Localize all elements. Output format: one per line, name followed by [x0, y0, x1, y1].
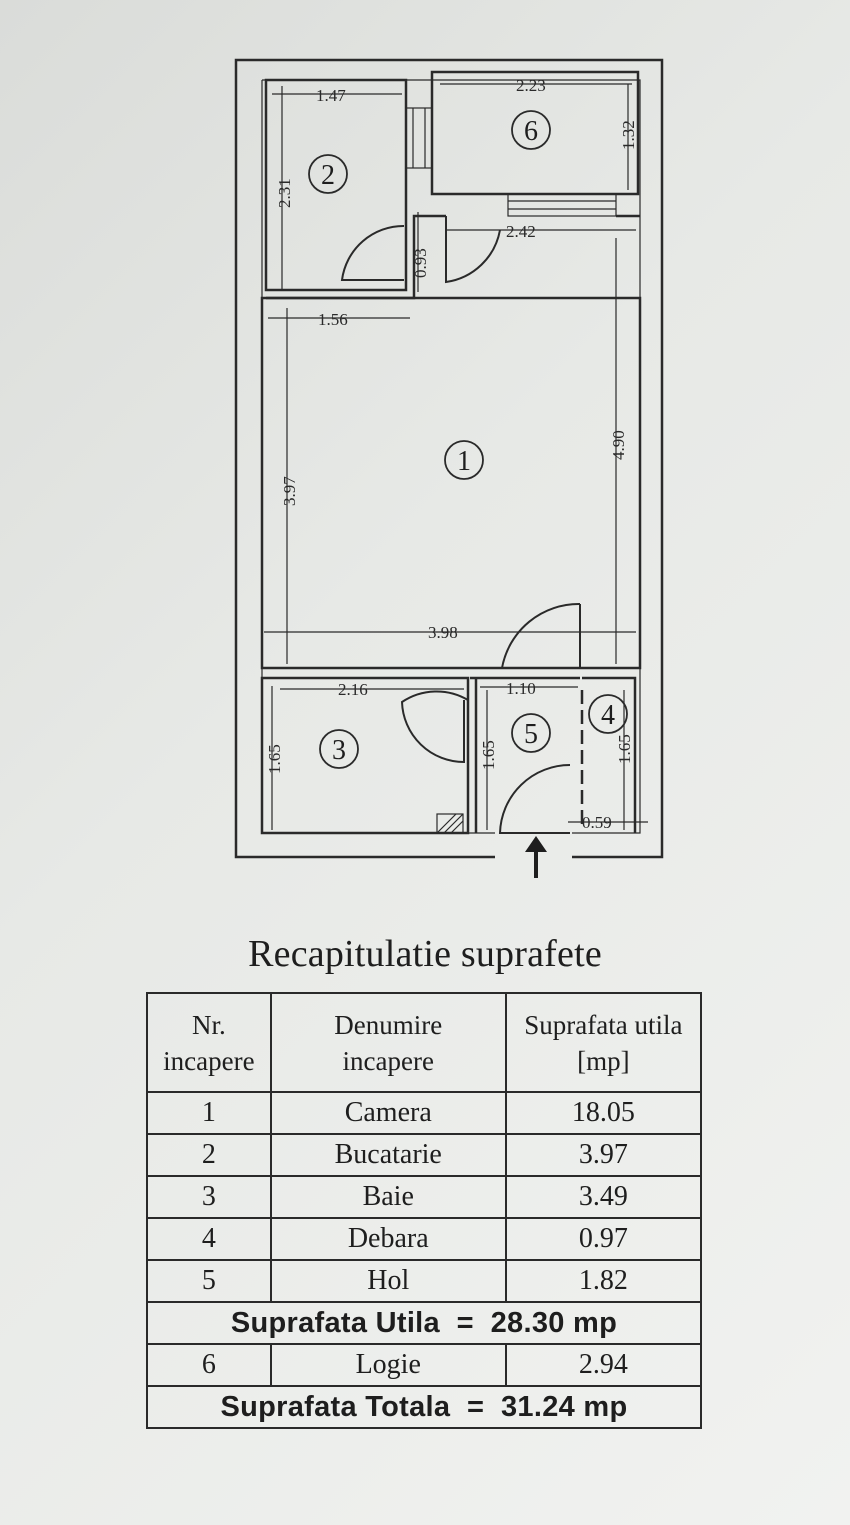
cell-name: Hol	[269, 1259, 507, 1303]
dim-room3-height: 1.65	[265, 744, 284, 774]
room-label-1: 1	[444, 440, 484, 480]
room-1-outline	[260, 296, 642, 670]
table-row: 6 Logie 2.94	[146, 1343, 703, 1387]
cell-name: Baie	[269, 1175, 507, 1219]
dim-room1-height-left: 3.97	[280, 476, 299, 506]
room-label-3: 3	[319, 729, 359, 769]
svg-text:1: 1	[457, 446, 471, 477]
room-label-2: 2	[308, 154, 348, 194]
table-row: 4 Debara 0.97	[146, 1217, 703, 1261]
dim-room1-height-right: 4.90	[609, 430, 628, 460]
useful-area-total-row: Suprafata Utila = 28.30 mp	[146, 1301, 702, 1345]
room-3-outline	[260, 676, 470, 835]
table-row: 2 Bucatarie 3.97	[146, 1133, 703, 1177]
room-2-outline	[264, 78, 408, 292]
summary-title: Recapitulatie suprafete	[248, 933, 602, 975]
cell-area: 1.82	[504, 1259, 703, 1303]
room-label-4: 4	[588, 694, 628, 734]
dim-room1-width: 3.98	[428, 623, 458, 642]
cell-area: 3.49	[504, 1175, 703, 1219]
outer-wall	[234, 58, 664, 859]
door-icon	[400, 690, 469, 764]
dim-hall-width: 1.10	[506, 679, 536, 698]
table-header-row: Nr. incapere Denumire incapere Suprafata…	[146, 992, 703, 1093]
door-icon	[445, 216, 501, 284]
window-icon	[405, 107, 433, 169]
header-room-name: Denumire incapere	[269, 992, 507, 1093]
useful-area-total: Suprafata Utila = 28.30 mp	[146, 1301, 702, 1345]
cell-area: 18.05	[504, 1091, 703, 1135]
dim-room6-height: 1.32	[619, 120, 638, 150]
arrow-up-icon	[525, 836, 547, 878]
ventilation-icon	[436, 813, 464, 834]
dim-opening-width: 2.42	[506, 222, 536, 241]
door-icon	[500, 602, 581, 669]
cell-name: Debara	[269, 1217, 507, 1261]
cell-name: Camera	[269, 1091, 507, 1135]
cell-nr: 4	[146, 1217, 272, 1261]
dim-hall-height: 1.65	[479, 740, 498, 770]
header-useful-area: Suprafata utila [mp]	[504, 992, 703, 1093]
dim-room1-top-width: 1.56	[318, 310, 348, 329]
dimension-lines	[264, 83, 648, 830]
cell-nr: 3	[146, 1175, 272, 1219]
area-summary-table: Nr. incapere Denumire incapere Suprafata…	[146, 992, 703, 1429]
grand-total: Suprafata Totala = 31.24 mp	[146, 1385, 702, 1429]
grand-total-row: Suprafata Totala = 31.24 mp	[146, 1385, 702, 1429]
table-row: 1 Camera 18.05	[146, 1091, 703, 1135]
dim-room2-height: 2.31	[275, 178, 294, 208]
svg-text:3: 3	[332, 735, 346, 766]
window-icon	[507, 193, 617, 217]
dim-closet-height: 1.65	[615, 734, 634, 764]
door-icon	[498, 764, 571, 834]
header-room-number: Nr. incapere	[146, 992, 272, 1093]
cell-name: Logie	[269, 1343, 507, 1387]
cell-nr: 2	[146, 1133, 272, 1177]
cell-name: Bucatarie	[269, 1133, 507, 1177]
cell-nr: 5	[146, 1259, 272, 1303]
svg-text:2: 2	[321, 160, 335, 191]
dim-kitchen-door: 0.93	[411, 248, 430, 278]
cell-nr: 1	[146, 1091, 272, 1135]
room-label-5: 5	[511, 713, 551, 753]
svg-text:5: 5	[524, 719, 538, 750]
dim-closet-width: 0.59	[582, 813, 612, 832]
table-row: 5 Hol 1.82	[146, 1259, 703, 1303]
svg-text:4: 4	[601, 700, 615, 731]
dim-room2-width: 1.47	[316, 86, 346, 105]
dim-room3-width: 2.16	[338, 680, 368, 699]
hall-wall	[470, 676, 637, 833]
door-icon	[340, 224, 405, 281]
cell-area: 0.97	[504, 1217, 703, 1261]
svg-text:6: 6	[524, 116, 538, 147]
cell-area: 3.97	[504, 1133, 703, 1177]
floor-plan: 1.47 2.31 2.23 1.32 0.93 2.42 1.56 3.97 …	[234, 58, 664, 878]
partition-wall	[266, 214, 640, 300]
table-row: 3 Baie 3.49	[146, 1175, 703, 1219]
room-label-6: 6	[511, 110, 551, 150]
dim-room6-width: 2.23	[516, 76, 546, 95]
cell-nr: 6	[146, 1343, 272, 1387]
cell-area: 2.94	[504, 1343, 703, 1387]
